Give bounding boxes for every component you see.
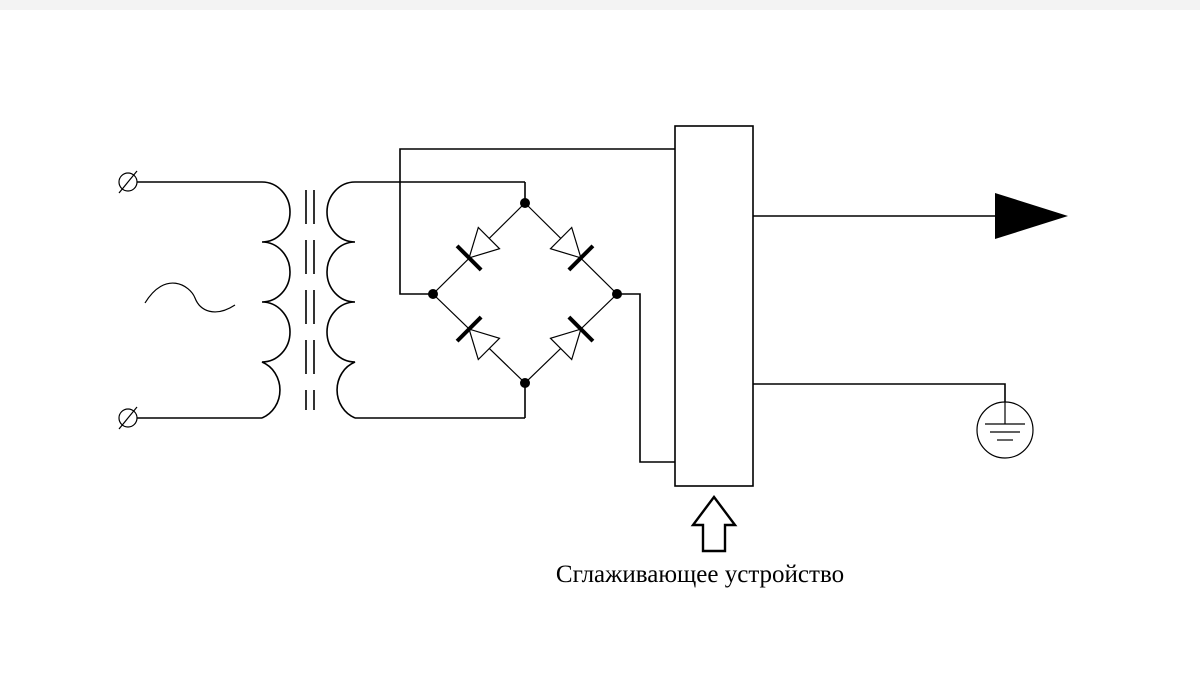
diode-bridge (428, 198, 622, 388)
ground-symbol (753, 383, 1034, 459)
ac-input-terminal-bottom (118, 406, 138, 430)
bridge-wiring (399, 148, 675, 463)
output-arrow (753, 193, 1068, 239)
transformer-core (305, 190, 315, 410)
transformer-primary-winding (137, 181, 291, 419)
diagram-canvas (0, 10, 1200, 675)
smoothing-device-box (674, 125, 754, 487)
ac-input-terminal-top (118, 170, 138, 194)
transformer-secondary-winding (326, 181, 525, 419)
pointer-arrow (690, 495, 738, 553)
smoothing-device-label: Сглаживающее устройство (555, 561, 845, 588)
ac-symbol (144, 282, 236, 313)
